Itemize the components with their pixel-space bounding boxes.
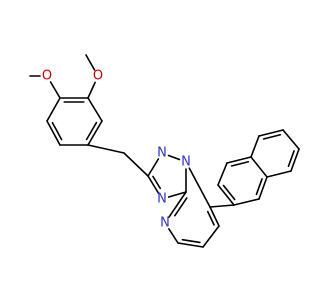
bond-p3-p4 [202, 225, 220, 248]
bond-p4-p5-inner [206, 210, 215, 226]
bond-a6-a1 [46, 97, 61, 122]
atom-label-n3: N [181, 155, 191, 170]
bond-t2-n4 [168, 191, 187, 219]
bond-z6-z1 [233, 198, 260, 206]
bond-z1-z2-inner [222, 184, 236, 201]
bond-z3-z4 [226, 156, 252, 164]
bond-z3-z4-inner [230, 160, 250, 167]
bond-c1-c2 [123, 152, 149, 177]
bond-a5-a6-inner [51, 121, 63, 141]
bond-z5-z6 [258, 176, 268, 200]
bond-t1-n1 [147, 175, 160, 194]
bond-p4-p5 [209, 206, 220, 227]
bond-n1-t2 [167, 191, 187, 198]
bond-n2-t1 [147, 158, 160, 177]
atom-label-o1: O [42, 69, 52, 84]
bond-p5-n3 [188, 167, 211, 208]
bond-z4-z5 [250, 156, 268, 178]
bond-z2-z3 [217, 162, 228, 186]
bond-a3-a4 [87, 120, 103, 146]
bond-a5-a6 [46, 120, 61, 146]
bond-p2-p3-inner [181, 238, 201, 244]
bond-z5-z7 [266, 170, 292, 178]
bond-z10-z4 [250, 135, 260, 158]
bond-a3-a4-inner [85, 121, 98, 141]
bond-z7-z8 [290, 148, 300, 172]
bond-p2-p3 [177, 242, 204, 248]
bond-n3-n2 [167, 154, 181, 161]
atom-label-n1: N [157, 192, 167, 207]
bond-t1-n1-inner [152, 175, 162, 190]
bond-z9-z10-inner [262, 133, 282, 140]
bond-z1-z2 [217, 184, 235, 206]
bond-a4-c1 [87, 144, 125, 154]
bond-z7-z8-inner [287, 150, 295, 168]
atom-label-o2: O [93, 69, 103, 84]
bond-a2-a3 [87, 97, 103, 122]
bond-layer [29, 54, 300, 248]
bond-z8-z9 [282, 129, 300, 150]
bond-p5-z1 [209, 204, 235, 208]
bond-n4-p2 [168, 228, 179, 244]
bond-z9-z10 [258, 129, 284, 137]
atom-label-n2: N [157, 146, 167, 161]
bond-o2-me2 [85, 54, 96, 71]
atom-label-n4: N [160, 216, 170, 231]
bond-a2-o2 [87, 81, 96, 99]
bond-o1-a1 [49, 81, 61, 99]
bond-t2-n4-inner [173, 197, 188, 217]
bond-z5-z6-inner [255, 178, 263, 196]
